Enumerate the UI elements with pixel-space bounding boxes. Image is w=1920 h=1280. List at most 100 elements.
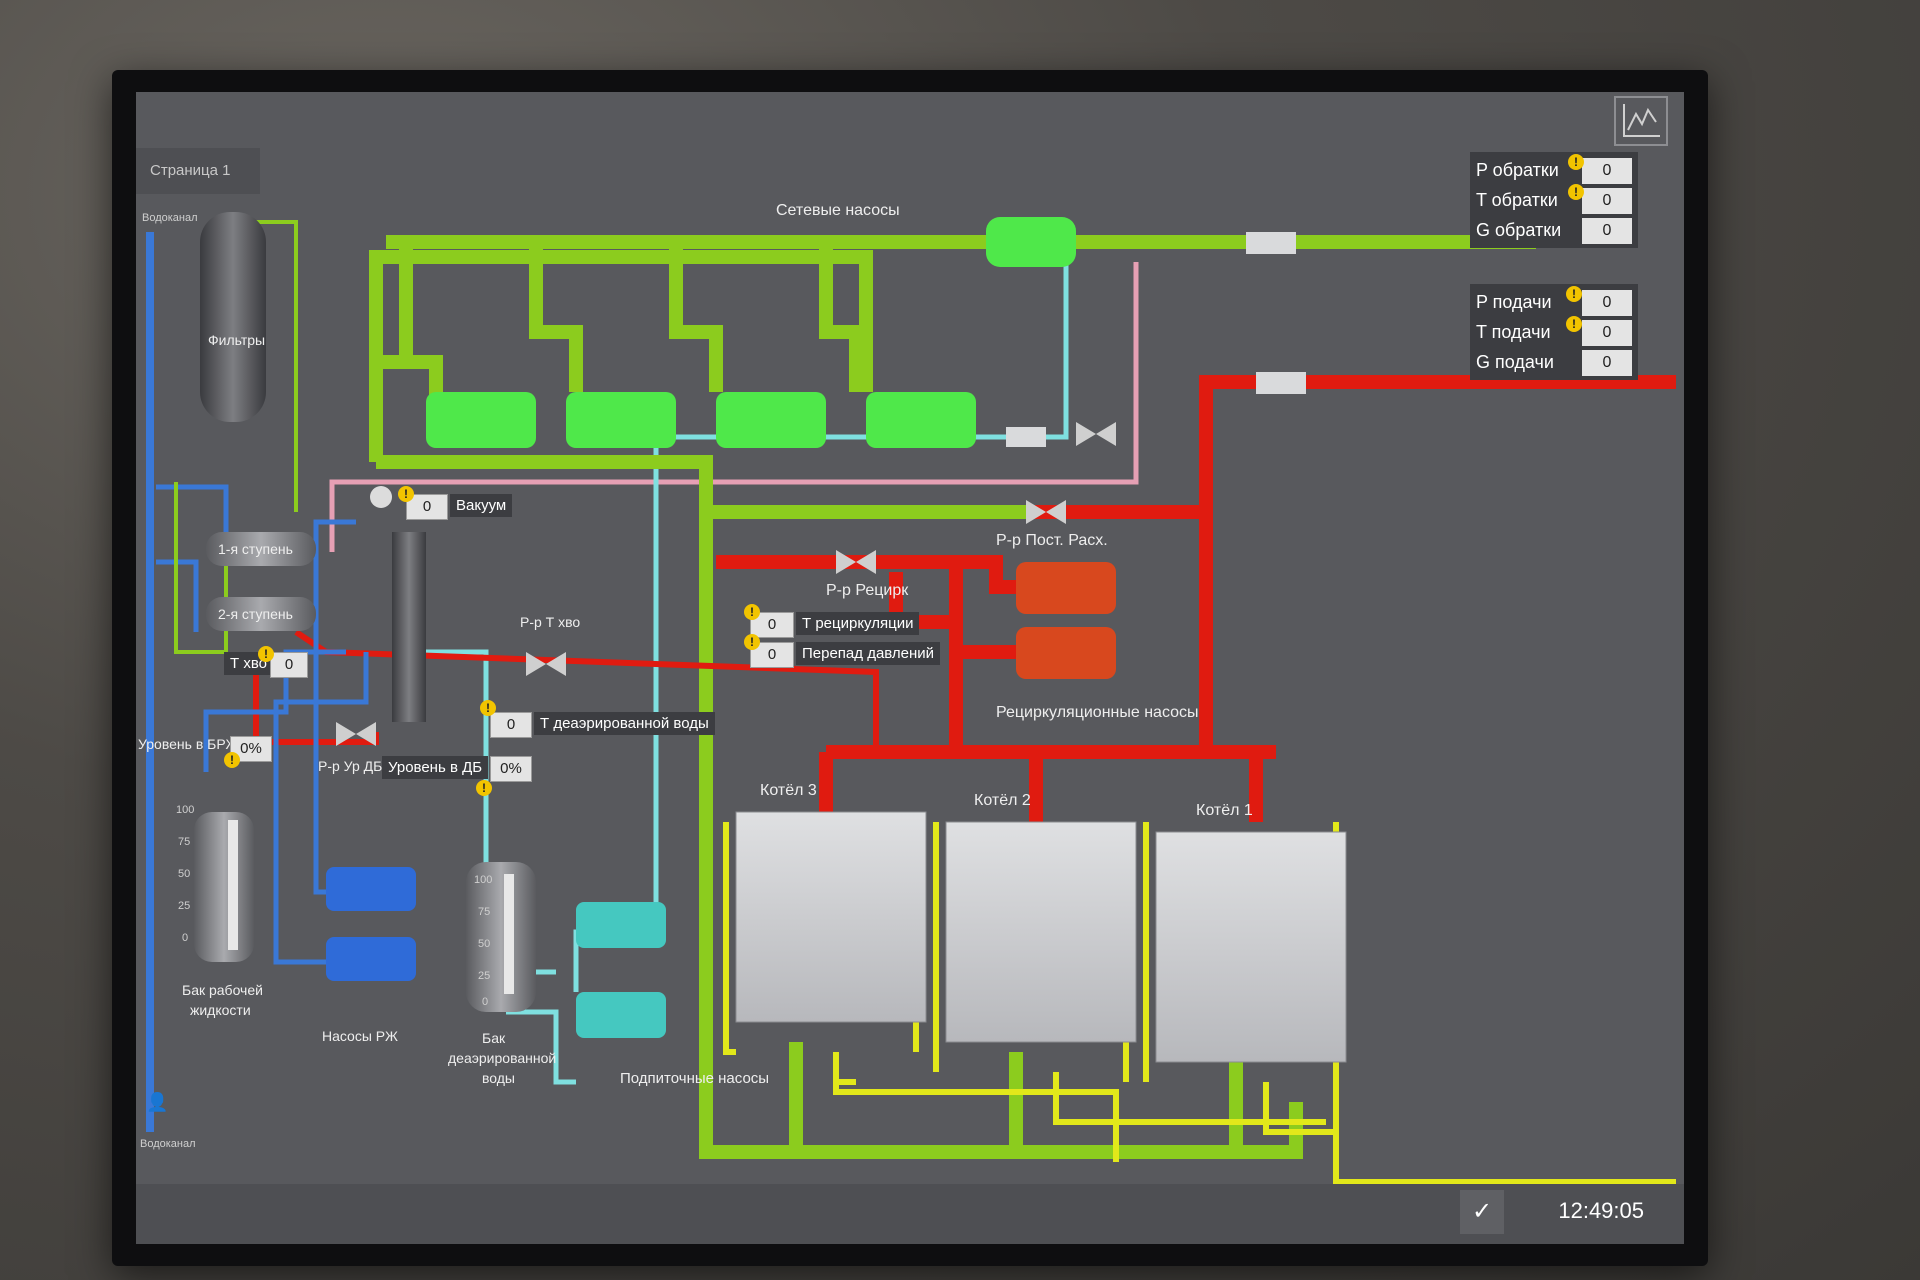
g-return-row: G обратки 0 xyxy=(1470,216,1638,246)
level-db-label: Уровень в ДБ xyxy=(382,756,489,779)
tank-deaerated-water xyxy=(466,862,536,1012)
g-return-value: 0 xyxy=(1582,218,1632,244)
g-supply-label: G подачи xyxy=(1476,352,1554,372)
pumps-rzh-label: Насосы РЖ xyxy=(322,1028,398,1044)
rr-ur-db-label: Р-р Ур ДБ xyxy=(318,758,383,774)
tank-rzh-label-1: Бак рабочей xyxy=(182,982,263,998)
p-return-row: P обратки 0 xyxy=(1470,156,1638,186)
filters-label: Фильтры xyxy=(208,332,266,348)
scada-screen: Страница 1 Сетевые насосы Водоканал Водо… xyxy=(136,92,1684,1244)
level-db-warning-icon: ! xyxy=(476,780,492,796)
valve-recirc[interactable] xyxy=(836,550,876,574)
t-return-row: T обратки 0 xyxy=(1470,186,1638,216)
dp-label: Перепад давлений xyxy=(796,642,941,665)
valve-t-hvo[interactable] xyxy=(526,652,566,676)
t-return-value: 0 xyxy=(1582,188,1632,214)
tab-bar: Страница 1 xyxy=(136,148,1684,194)
header-filter xyxy=(986,217,1076,267)
checkmark-icon: ✓ xyxy=(1471,1198,1493,1225)
filter-tank xyxy=(200,212,266,422)
valve-post-rash[interactable] xyxy=(1026,500,1066,524)
red-pipes xyxy=(716,375,1676,822)
tab-page-1[interactable]: Страница 1 xyxy=(136,148,260,194)
status-bar: ✓ 12:49:05 xyxy=(136,1184,1684,1244)
rr-t-hvo-label: Р-р Т хво xyxy=(520,614,581,630)
boiler3-label: Котёл 3 xyxy=(760,782,817,799)
boiler2-label: Котёл 2 xyxy=(974,792,1031,809)
vodokanal-pipe xyxy=(146,232,154,1132)
green-pipes xyxy=(369,235,1536,1159)
net-pump-2[interactable] xyxy=(566,392,676,448)
t-supply-label: T подачи xyxy=(1476,322,1551,342)
makeup-pump-1[interactable] xyxy=(576,902,666,948)
p-return-warning-icon: ! xyxy=(1568,154,1584,170)
rr-post-rash-label: Р-р Пост. Расх. xyxy=(996,532,1108,549)
boiler-2 xyxy=(945,821,1137,1043)
level-brzh-warning-icon: ! xyxy=(224,752,240,768)
stage1-label: 1-я ступень xyxy=(218,541,293,557)
level-brzh-label: Уровень в БРЖ xyxy=(138,736,239,752)
t-deaer-label: Т деаэрированной воды xyxy=(534,712,715,735)
p-supply-label: P подачи xyxy=(1476,292,1552,312)
recirc-pump-2[interactable] xyxy=(1016,627,1116,679)
t-deaer-value: 0 xyxy=(490,712,532,738)
recirc-pump-1[interactable] xyxy=(1016,562,1116,614)
rzh-pump-1[interactable] xyxy=(326,867,416,911)
scale-rzh-0: 0 xyxy=(182,932,189,944)
g-supply-value: 0 xyxy=(1582,350,1632,376)
tank-deaer-label-1: Бак xyxy=(482,1030,506,1046)
trend-button[interactable] xyxy=(1614,96,1668,146)
p-supply-value: 0 xyxy=(1582,290,1632,316)
stage2-label: 2-я ступень xyxy=(218,606,293,622)
return-params-panel: P обратки 0 T обратки 0 G обратки 0 xyxy=(1470,152,1638,248)
p-return-label: P обратки xyxy=(1476,160,1559,180)
vacuum-value: 0 xyxy=(406,494,448,520)
user-icon[interactable]: 👤 xyxy=(146,1092,169,1112)
p-supply-row: P подачи 0 xyxy=(1470,288,1638,318)
flow-meter-supply xyxy=(1256,372,1306,394)
cyan-pipe-top xyxy=(573,252,1069,992)
tank-rzh-label-2: жидкости xyxy=(190,1002,251,1018)
t-hvo-value: 0 xyxy=(270,652,308,678)
net-pump-1[interactable] xyxy=(426,392,536,448)
vodokanal-bottom-label: Водоканал xyxy=(140,1138,196,1150)
valve-cyan[interactable] xyxy=(1076,422,1116,446)
net-pump-4[interactable] xyxy=(866,392,976,448)
t-supply-warning-icon: ! xyxy=(1566,316,1582,332)
t-hvo-warning-icon: ! xyxy=(258,646,274,662)
scale-db-75: 75 xyxy=(478,906,491,918)
valve-ur-db[interactable] xyxy=(336,722,376,746)
cyan-pipe-makeup xyxy=(506,1009,576,1085)
scale-db-50: 50 xyxy=(478,938,491,950)
tank-deaer-label-2: деаэрированной xyxy=(448,1050,557,1066)
scale-db-0: 0 xyxy=(482,996,489,1008)
p-return-value: 0 xyxy=(1582,158,1632,184)
boiler-3 xyxy=(735,811,927,1023)
acknowledge-button[interactable]: ✓ xyxy=(1460,1190,1504,1234)
t-return-label: T обратки xyxy=(1476,190,1558,210)
deaerator-column xyxy=(370,486,426,722)
g-supply-row: G подачи 0 xyxy=(1470,348,1638,378)
makeup-pump-2[interactable] xyxy=(576,992,666,1038)
boiler-1 xyxy=(1155,831,1347,1063)
dp-warning-icon: ! xyxy=(744,634,760,650)
t-supply-row: T подачи 0 xyxy=(1470,318,1638,348)
scale-rzh-100: 100 xyxy=(176,804,195,816)
recirc-pumps-label: Рециркуляционные насосы xyxy=(996,704,1199,721)
g-return-label: G обратки xyxy=(1476,220,1562,240)
flow-meter-return xyxy=(1246,232,1296,254)
scale-rzh-50: 50 xyxy=(178,868,191,880)
t-recirc-label: Т рециркуляции xyxy=(796,612,920,635)
tank-working-fluid xyxy=(194,812,254,962)
makeup-pumps-label: Подпиточные насосы xyxy=(620,1070,770,1087)
heat-exchanger-2 xyxy=(206,597,316,631)
rzh-pump-2[interactable] xyxy=(326,937,416,981)
pink-pipe xyxy=(329,262,1139,552)
trend-chart-icon xyxy=(1623,104,1660,137)
net-pump-3[interactable] xyxy=(716,392,826,448)
p-supply-warning-icon: ! xyxy=(1566,286,1582,302)
vacuum-warning-icon: ! xyxy=(398,486,414,502)
heat-exchanger-1 xyxy=(206,532,316,566)
net-pumps-title: Сетевые насосы xyxy=(776,202,900,219)
process-diagram xyxy=(146,212,1676,1185)
